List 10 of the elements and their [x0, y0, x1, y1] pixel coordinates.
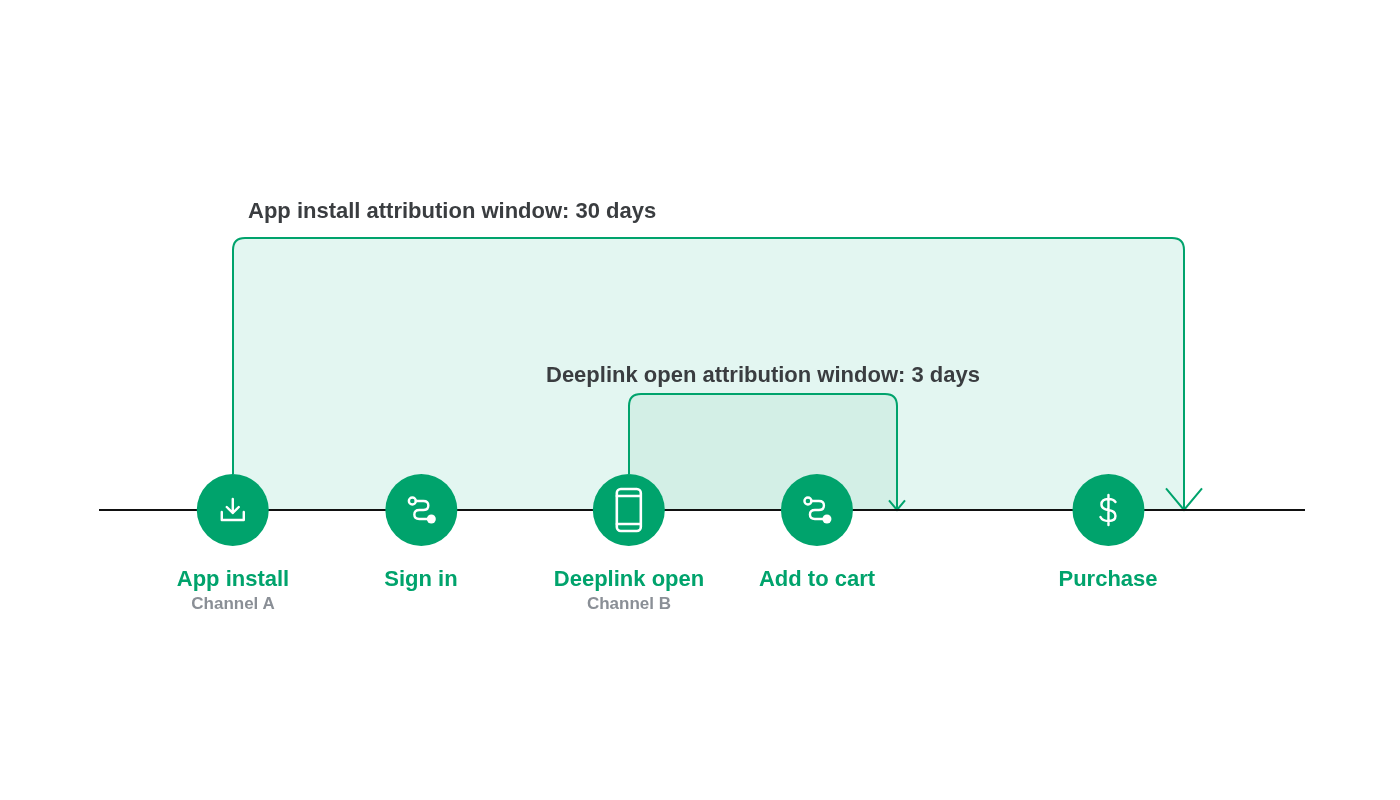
window-label: Deeplink open attribution window: 3 days [546, 362, 980, 388]
channel-label: Channel B [586, 594, 671, 614]
event-label: App install [176, 566, 290, 592]
channel-label: Channel A [191, 594, 275, 614]
event-label: Sign in [384, 566, 458, 592]
event-label: Deeplink open [553, 566, 705, 592]
window-arrow [628, 393, 906, 511]
window-label: App install attribution window: 30 days [248, 198, 657, 224]
event-label: Purchase [1058, 566, 1158, 592]
event-label: Add to cart [758, 566, 876, 592]
